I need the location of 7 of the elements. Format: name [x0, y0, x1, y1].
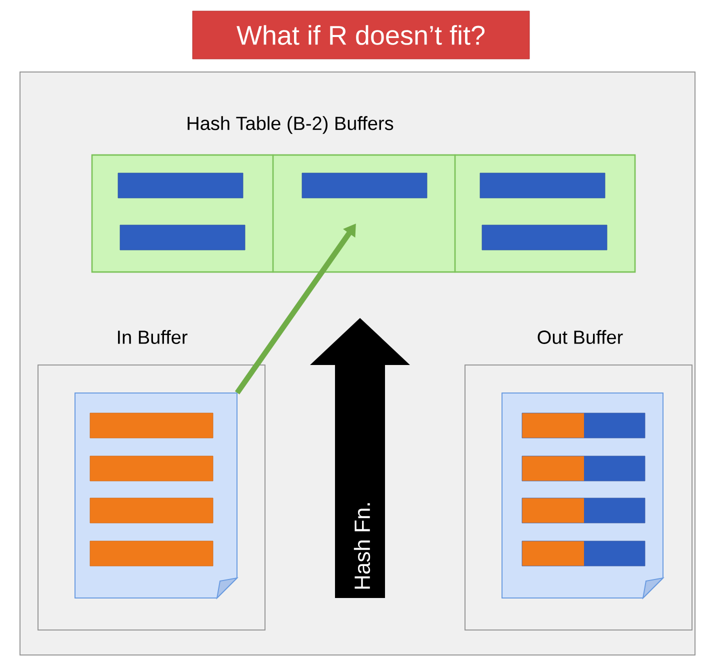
node-label: In Buffer: [118, 330, 188, 344]
buffer-cell-drawing: [272, 154, 456, 273]
node-label: Hash Table (B-2) Buffers: [188, 116, 394, 134]
title-banner: What if R doesn’t fit?: [192, 10, 530, 60]
node-label: Out Buffer: [538, 330, 623, 344]
buffer-cell-drawing: [454, 154, 636, 273]
buffer-cell-drawing: [91, 154, 274, 273]
